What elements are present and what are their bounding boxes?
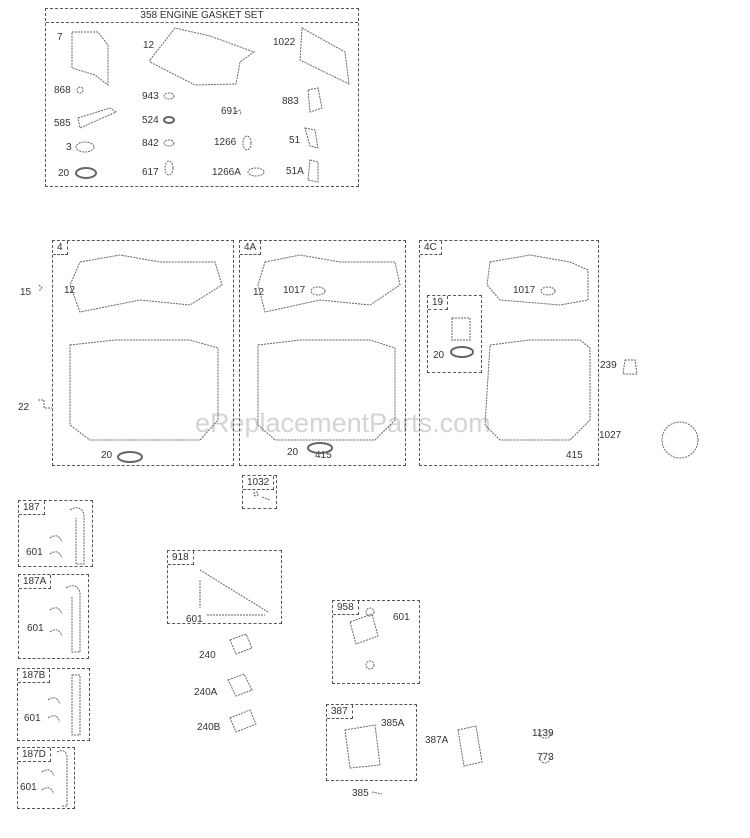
part-label[interactable]: 12 bbox=[253, 287, 265, 298]
part-label[interactable]: 20 bbox=[101, 450, 113, 461]
part-label[interactable]: 385A bbox=[381, 718, 405, 729]
part-label[interactable]: 240 bbox=[199, 650, 216, 661]
sump-4c-box: 4C bbox=[419, 240, 599, 466]
part-label[interactable]: 3 bbox=[66, 142, 72, 153]
gasket-set-title: 358 ENGINE GASKET SET bbox=[46, 9, 358, 23]
part-label[interactable]: 415 bbox=[315, 450, 332, 461]
part-label[interactable]: 842 bbox=[142, 138, 159, 149]
hose-187-tab: 187 bbox=[19, 501, 45, 515]
part-label[interactable]: 601 bbox=[20, 782, 37, 793]
kit-19-box: 19 bbox=[427, 295, 482, 373]
part-label[interactable]: 601 bbox=[24, 713, 41, 724]
kit-387-box: 387 bbox=[326, 704, 417, 781]
hose-187d-box: 187D bbox=[17, 747, 75, 809]
hose-artwork bbox=[41, 507, 552, 807]
kit-958-tab: 958 bbox=[333, 601, 359, 615]
part-label[interactable]: 883 bbox=[282, 96, 299, 107]
hose-187b-tab: 187B bbox=[18, 669, 51, 683]
part-label[interactable]: 12 bbox=[64, 285, 76, 296]
part-label[interactable]: 691 bbox=[221, 106, 238, 117]
hose-187a-box: 187A bbox=[18, 574, 89, 659]
part-label[interactable]: 1017 bbox=[283, 285, 306, 296]
part-label[interactable]: 585 bbox=[54, 118, 71, 129]
kit-1032-box: 1032 bbox=[242, 475, 277, 509]
part-label[interactable]: 51A bbox=[286, 166, 304, 177]
hose-187-box: 187 bbox=[18, 500, 93, 567]
hose-187a-tab: 187A bbox=[19, 575, 52, 589]
part-label[interactable]: 239 bbox=[600, 360, 617, 371]
part-label[interactable]: 1139 bbox=[532, 728, 554, 739]
part-label[interactable]: 617 bbox=[142, 167, 159, 178]
part-label[interactable]: 12 bbox=[143, 40, 155, 51]
hose-187b-box: 187B bbox=[17, 668, 90, 741]
hose-187d-tab: 187D bbox=[18, 748, 51, 762]
part-label[interactable]: 22 bbox=[18, 402, 30, 413]
part-label[interactable]: 20 bbox=[433, 350, 445, 361]
part-label[interactable]: 240A bbox=[194, 687, 218, 698]
kit-387-tab: 387 bbox=[327, 705, 353, 719]
part-label[interactable]: 385 bbox=[352, 788, 369, 799]
engine-gasket-set-box: 358 ENGINE GASKET SET bbox=[45, 8, 359, 187]
sump-4a-box: 4A bbox=[239, 240, 406, 466]
part-label[interactable]: 51 bbox=[289, 135, 301, 146]
part-label[interactable]: 773 bbox=[537, 752, 554, 763]
part-label[interactable]: 601 bbox=[27, 623, 44, 634]
part-label[interactable]: 1017 bbox=[513, 285, 536, 296]
sump-4c-tab: 4C bbox=[420, 241, 442, 255]
part-label[interactable]: 601 bbox=[26, 547, 43, 558]
part-label[interactable]: 240B bbox=[197, 722, 221, 733]
sump-4-box: 4 bbox=[52, 240, 234, 466]
part-label[interactable]: 20 bbox=[287, 447, 299, 458]
kit-958-box: 958 bbox=[332, 600, 420, 684]
part-label[interactable]: 601 bbox=[186, 614, 203, 625]
part-label[interactable]: 20 bbox=[58, 168, 70, 179]
part-label[interactable]: 1266A bbox=[212, 167, 241, 178]
sump-4-tab: 4 bbox=[53, 241, 68, 255]
kit-1032-tab: 1032 bbox=[243, 476, 275, 490]
part-label[interactable]: 1266 bbox=[214, 137, 237, 148]
part-label[interactable]: 868 bbox=[54, 85, 71, 96]
part-label[interactable]: 15 bbox=[20, 287, 32, 298]
part-label[interactable]: 387A bbox=[425, 735, 449, 746]
part-label[interactable]: 524 bbox=[142, 115, 159, 126]
part-label[interactable]: 1022 bbox=[273, 37, 296, 48]
part-label[interactable]: 415 bbox=[566, 450, 583, 461]
part-label[interactable]: 7 bbox=[57, 32, 63, 43]
kit-19-tab: 19 bbox=[428, 296, 449, 310]
part-label[interactable]: 943 bbox=[142, 91, 159, 102]
hose-918-box: 918 bbox=[167, 550, 282, 624]
part-label[interactable]: 601 bbox=[393, 612, 410, 623]
hose-918-tab: 918 bbox=[168, 551, 194, 565]
sump-4a-tab: 4A bbox=[240, 241, 262, 255]
part-label[interactable]: 1027 bbox=[599, 430, 622, 441]
